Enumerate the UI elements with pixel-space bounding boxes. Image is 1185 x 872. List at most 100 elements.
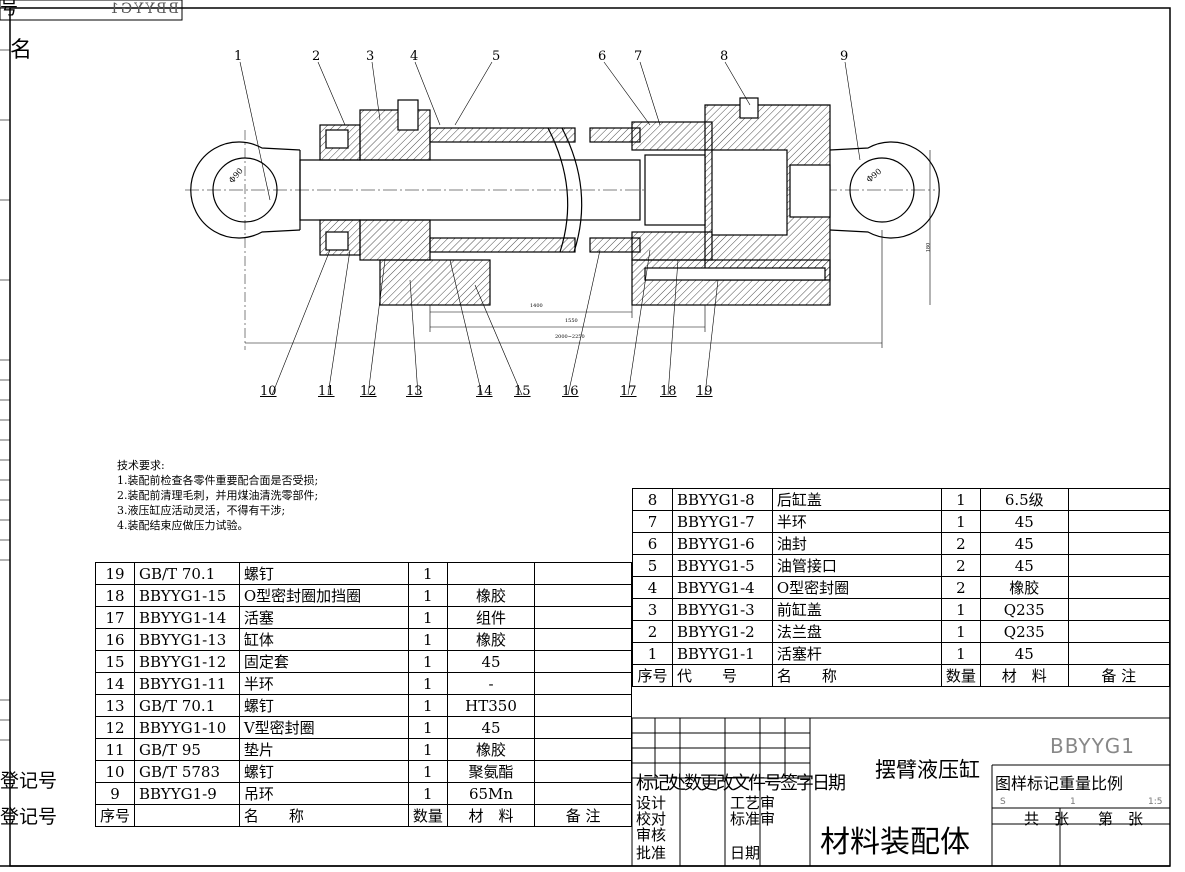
bom-cell: 1 — [407, 584, 448, 607]
note-item: 3.液压缸应活动灵活，不得有干涉; — [117, 504, 286, 517]
bom-cell: 聚氨酯 — [446, 760, 536, 783]
callout-17: 17 — [620, 384, 637, 399]
dimension-lines — [245, 150, 931, 348]
row-review: 审核 — [636, 826, 667, 844]
right-rod-eye — [829, 141, 940, 239]
callout-12: 12 — [360, 384, 377, 399]
bom-cell: V型密封圈 — [238, 716, 409, 739]
callout-3: 3 — [366, 49, 375, 64]
bom-cell: GB/T 70.1 — [134, 562, 240, 585]
corner-name-label: 名 — [10, 38, 33, 63]
note-item: 4.装配结束应做压力试验。 — [117, 519, 249, 532]
bom-cell — [534, 584, 632, 607]
bom-cell — [534, 694, 632, 717]
bom-cell: 1 — [407, 628, 448, 651]
bom-cell — [1067, 620, 1171, 643]
sheets-total: 共 张 — [1024, 810, 1070, 828]
drawing-number: BBYYG1 — [1050, 734, 1136, 758]
product-name: 摆臂液压缸 — [875, 758, 980, 782]
title-block-grid — [631, 717, 1171, 867]
bom-cell: 12 — [94, 716, 136, 739]
sheet-number: 第 张 — [1098, 810, 1144, 828]
dim-height: 180 — [925, 242, 932, 253]
scale-ratio: 1:5 — [1148, 797, 1163, 807]
bom-cell: 固定套 — [238, 650, 409, 673]
bom-cell: 组件 — [446, 606, 536, 629]
bom-cell: 9 — [94, 782, 136, 805]
bom-cell: GB/T 70.1 — [134, 694, 240, 717]
left-rod-eye — [190, 130, 301, 350]
bom-cell: 45 — [979, 532, 1069, 555]
bom-cell — [1067, 554, 1171, 577]
row-approve: 批准 — [636, 844, 667, 862]
callout-19: 19 — [696, 384, 713, 399]
bom-cell: 吊环 — [238, 782, 409, 805]
scale-quantity: 1 — [1070, 797, 1076, 807]
bom-cell: 橡胶 — [979, 576, 1069, 599]
bom-cell: 活塞杆 — [771, 642, 942, 665]
bom-cell: 1 — [940, 510, 981, 533]
dim-length-3: 2000~2250 — [555, 334, 585, 340]
bom-cell: 螺钉 — [238, 694, 409, 717]
callout-7: 7 — [634, 49, 643, 64]
bom-cell: 1 — [407, 738, 448, 761]
bom-cell — [534, 562, 632, 585]
stage-header: 图样标记重量比例 — [995, 774, 1124, 793]
bom-cell — [534, 716, 632, 739]
bom-cell: 8 — [632, 488, 673, 511]
bom-cell: 18 — [94, 584, 136, 607]
side-registration-label-1: 登记号 — [0, 770, 58, 792]
bom-header-cell: 名 称 — [238, 804, 409, 827]
bom-cell: BBYYG1-12 — [134, 650, 240, 673]
bom-cell — [534, 650, 632, 673]
bom-cell: 1 — [407, 716, 448, 739]
bom-header-cell: 备 注 — [534, 804, 632, 827]
callout-6: 6 — [598, 49, 607, 64]
bom-cell: 前缸盖 — [771, 598, 942, 621]
bom-cell: 半环 — [238, 672, 409, 695]
bom-cell: 1 — [407, 672, 448, 695]
bom-cell: 后缸盖 — [771, 488, 942, 511]
bom-cell: BBYYG1-13 — [134, 628, 240, 651]
bom-cell: 2 — [632, 620, 673, 643]
row-design: 设计 — [636, 794, 667, 812]
bom-cell: 3 — [632, 598, 673, 621]
bom-cell — [446, 562, 536, 585]
bom-cell: 1 — [407, 562, 448, 585]
bom-cell: 橡胶 — [446, 738, 536, 761]
callout-16: 16 — [562, 384, 579, 399]
bom-cell: 1 — [940, 642, 981, 665]
bom-cell: 2 — [940, 532, 981, 555]
callout-8: 8 — [720, 49, 729, 64]
callout-15: 15 — [514, 384, 531, 399]
dim-length-2: 1550 — [565, 318, 578, 324]
bom-cell: 45 — [446, 650, 536, 673]
bom-cell: BBYYG1-1 — [671, 642, 773, 665]
bom-cell: O型密封圈 — [771, 576, 942, 599]
row-date: 日期 — [730, 844, 761, 862]
bom-cell: 17 — [94, 606, 136, 629]
bom-cell: 1 — [407, 606, 448, 629]
bom-cell: 垫片 — [238, 738, 409, 761]
bom-cell: 1 — [407, 760, 448, 783]
bom-cell: 11 — [94, 738, 136, 761]
bom-header-cell: 代 号 — [671, 664, 773, 687]
callout-4: 4 — [410, 49, 419, 64]
bom-header-cell: 数量 — [940, 664, 981, 687]
side-registration-label-2: 登记号 — [0, 806, 58, 828]
bom-cell: 65Mn — [446, 782, 536, 805]
bom-cell — [1067, 598, 1171, 621]
